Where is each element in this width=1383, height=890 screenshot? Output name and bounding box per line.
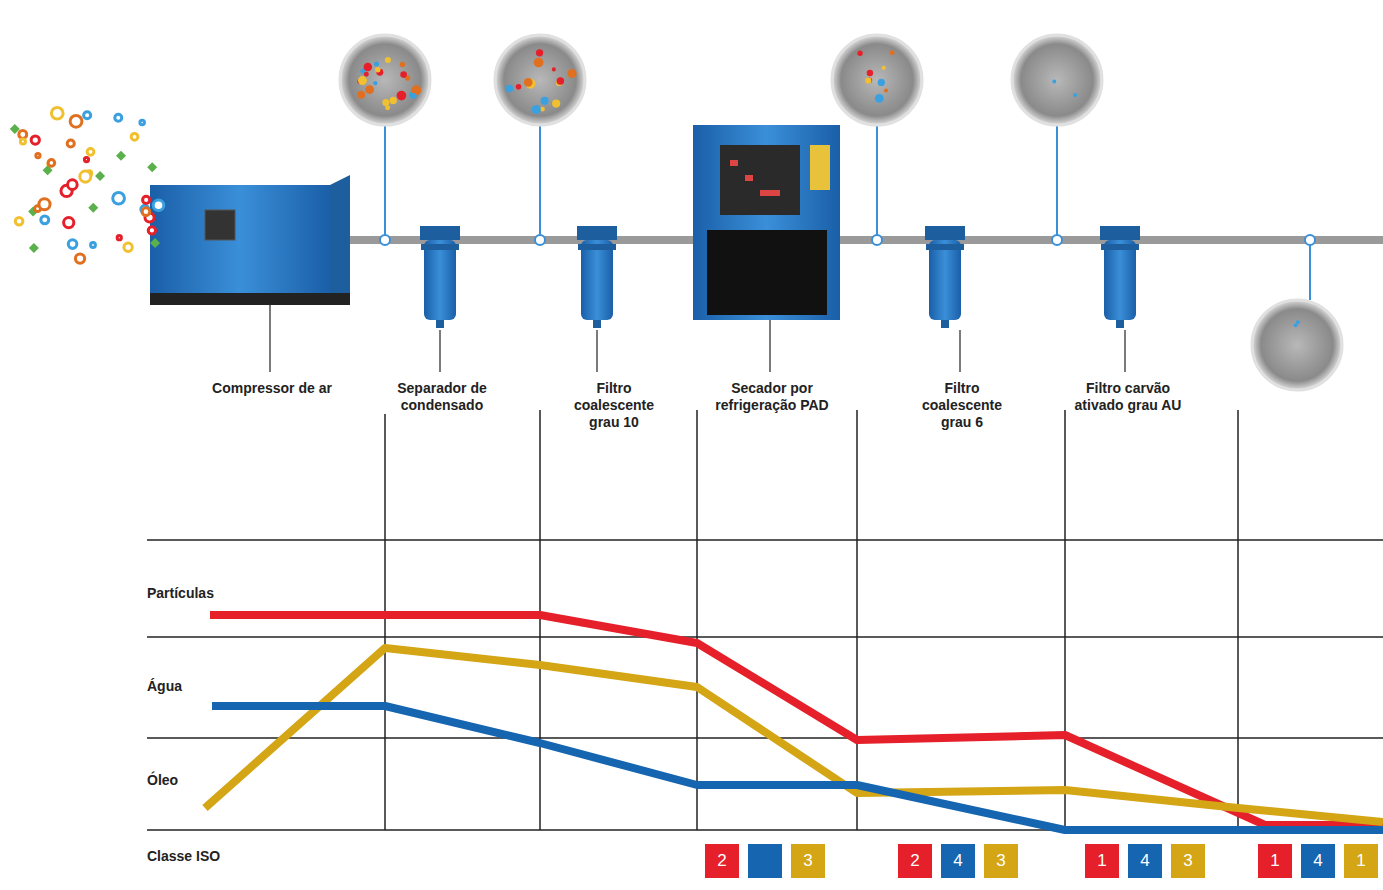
filters [420, 226, 1140, 328]
iso-class-number: 3 [803, 851, 812, 871]
component-label: Secador por refrigeração PAD [700, 380, 844, 414]
compressor [150, 175, 350, 305]
iso-square-empty [748, 844, 782, 878]
contamination-insets [340, 35, 1342, 390]
iso-class-number: 3 [996, 851, 1005, 871]
iso-class-square: 3 [791, 844, 825, 878]
component-label: Filtro carvão ativado grau AU [1070, 380, 1186, 414]
inset-circle [1012, 35, 1102, 125]
row-label: Classe ISO [147, 848, 287, 865]
contaminant-cloud [10, 107, 164, 263]
filter-housing [925, 226, 965, 328]
dryer [693, 125, 840, 320]
component-label: Compressor de ar [195, 380, 349, 397]
iso-class-number: 1 [1356, 851, 1365, 871]
row-label: Óleo [147, 772, 287, 789]
iso-class-square: 2 [898, 844, 932, 878]
iso-class-square: 3 [984, 844, 1018, 878]
iso-class-square: 1 [1258, 844, 1292, 878]
iso-class-square: 2 [705, 844, 739, 878]
component-label: Separador de condensado [375, 380, 509, 414]
filter-housing [577, 226, 617, 328]
inset-leaders [385, 125, 1310, 300]
label-leaders [270, 305, 1125, 372]
inset-circle [832, 35, 922, 125]
inset-circle [1252, 300, 1342, 390]
component-label: Filtro coalescente grau 6 [905, 380, 1019, 431]
iso-class-square: 4 [1128, 844, 1162, 878]
iso-class-square: 3 [1171, 844, 1205, 878]
iso-class-number: 3 [1183, 851, 1192, 871]
iso-class-number: 1 [1097, 851, 1106, 871]
inset-circle [495, 35, 585, 125]
iso-class-number: 4 [1313, 851, 1322, 871]
iso-class-number: 2 [910, 851, 919, 871]
inset-circle [340, 35, 430, 125]
iso-class-square: 1 [1085, 844, 1119, 878]
iso-class-number: 4 [953, 851, 962, 871]
row-label: Partículas [147, 585, 287, 602]
iso-class-number: 4 [1140, 851, 1149, 871]
filter-housing [1100, 226, 1140, 328]
iso-class-square: 4 [1301, 844, 1335, 878]
iso-class-number: 2 [717, 851, 726, 871]
grid [147, 410, 1383, 830]
iso-class-square: 1 [1344, 844, 1378, 878]
pipe-joints [380, 235, 1315, 245]
water-line [212, 706, 1383, 830]
pipe [345, 236, 1383, 244]
oil-line [205, 648, 1383, 822]
component-label: Filtro coalescente grau 10 [555, 380, 673, 431]
row-label: Água [147, 678, 287, 695]
iso-class-square: 4 [941, 844, 975, 878]
filter-housing [420, 226, 460, 328]
iso-class-number: 1 [1270, 851, 1279, 871]
